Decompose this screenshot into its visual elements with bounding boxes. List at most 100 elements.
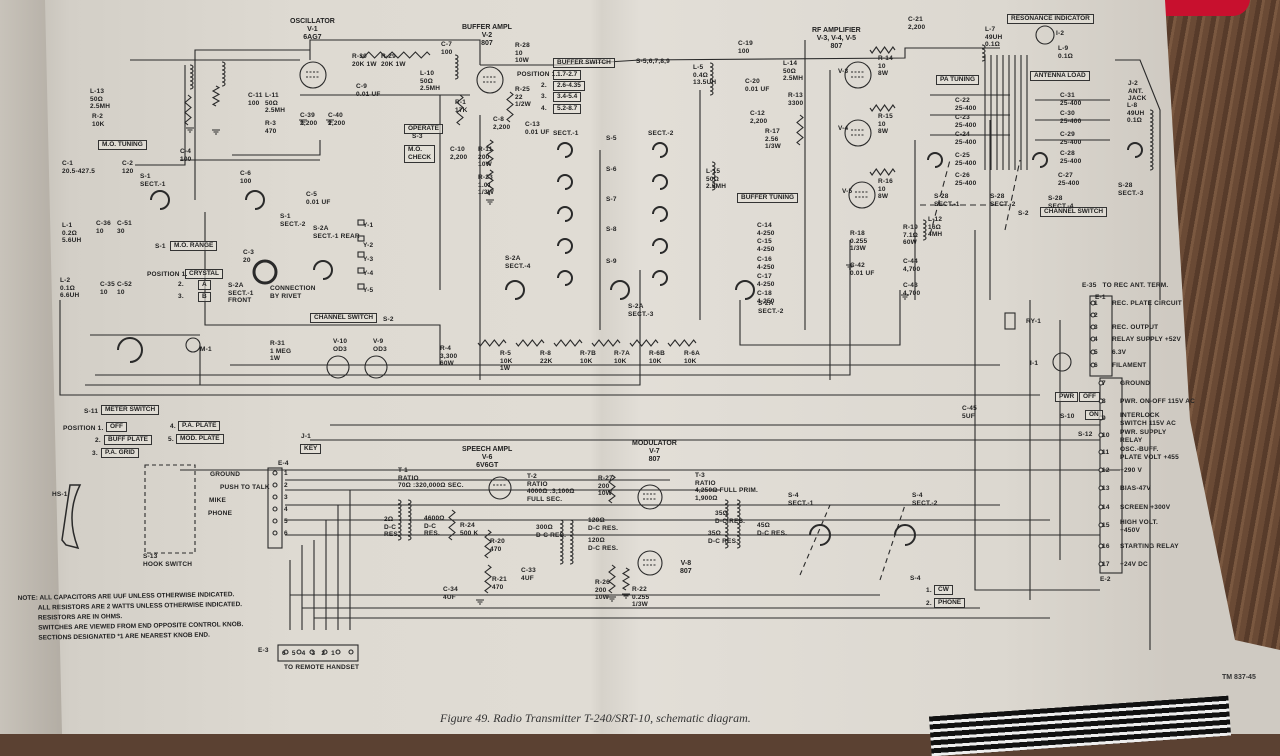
crystal-symbol <box>357 267 365 274</box>
c14-label: C-14 4-250 <box>757 222 775 237</box>
vacuum-tube-symbol <box>488 476 512 500</box>
rivet-switch-symbol <box>252 259 278 285</box>
terminal-number: 2 <box>1094 312 1098 319</box>
c16-label: C-16 4-250 <box>757 256 775 271</box>
r4-label: R-4 3,300 60W <box>440 345 458 367</box>
c24-label: C-24 25-400 <box>955 131 977 146</box>
e1-label: E-1 <box>1095 294 1106 301</box>
terminal-number: 13 <box>1102 485 1110 492</box>
wire <box>95 240 851 376</box>
mpos2-label: 2. <box>95 437 101 444</box>
rotary-switch-symbol <box>809 524 831 546</box>
l5-label: L-5 0.4Ω 13.5UH <box>693 64 717 86</box>
resistor-symbol <box>477 339 507 347</box>
terminal-description: GROUND <box>1120 380 1151 387</box>
lamp-i1 <box>1052 352 1072 372</box>
r18-label: R-18 0.255 1/3W <box>850 230 868 252</box>
mpos1-label: POSITION 1. <box>63 425 104 432</box>
notes-block: NOTE: ALL CAPACITORS ARE UUF UNLESS OTHE… <box>18 590 244 644</box>
terminal-number: 9 <box>1102 415 1106 422</box>
terminal-symbol <box>1098 485 1104 491</box>
l15-label: L-15 50Ω 2.5MH <box>706 168 727 190</box>
sect1-label: SECT.-1 <box>553 130 579 137</box>
y2-label: Y-2 <box>363 242 374 249</box>
e4-pin-number: 1 <box>284 470 288 477</box>
terminal-number: 4 <box>1094 336 1098 343</box>
schematic-wiring <box>59 25 1161 662</box>
rotary-switch-symbol <box>1127 142 1143 158</box>
rotary-switch-symbol <box>117 337 143 363</box>
resistor-symbol <box>184 94 192 126</box>
s9-label: S-9 <box>606 258 617 265</box>
v10-label: V-10 OD3 <box>333 338 348 353</box>
r26-label: R-26 200 10W <box>595 579 610 601</box>
r14-label: R-14 10 8W <box>878 55 893 77</box>
t1-pri-label: 2Ω D-C RES. <box>384 516 400 538</box>
mechanical-linkage-dashed <box>920 159 1021 236</box>
terminal-symbol <box>1098 561 1104 567</box>
ground-symbol <box>299 119 307 125</box>
pos3-label: 3. <box>178 293 184 300</box>
terminal-description: PWR. ON-OFF 115V AC <box>1120 398 1196 405</box>
crystal-symbol <box>357 251 365 258</box>
c6-label: C-6 100 <box>240 170 252 185</box>
terminal-description: RELAY SUPPLY +52V <box>1112 336 1181 343</box>
regulator-tube-v9 <box>364 355 388 379</box>
r20-label: R-20 470 <box>490 538 505 553</box>
r23-label: R-23 1.01 1/3W <box>478 174 494 196</box>
terminal-description: FILAMENT <box>1112 362 1147 369</box>
e35-label: E-35 TO REC ANT. TERM. <box>1082 282 1169 289</box>
terminal-symbol <box>322 649 328 655</box>
rotary-switch-symbol <box>735 280 755 300</box>
wire <box>974 230 1100 591</box>
r24-label: R-24 500 K <box>460 522 479 537</box>
mpos4-label: 4. <box>170 423 176 430</box>
rotary-switch-symbol <box>505 280 525 300</box>
terminal-number: 5 <box>1094 349 1098 356</box>
mpos3-label: 3. <box>92 450 98 457</box>
crystal-symbol <box>357 219 365 226</box>
mo-range-box: M.O. RANGE <box>170 241 218 251</box>
vacuum-tube-symbol <box>637 484 663 510</box>
t3-p2-label: 35Ω D-C RES. <box>708 530 739 545</box>
s2a-rear-label: S-2A SECT.-1 REAR <box>313 225 360 240</box>
terminal-symbol <box>272 518 278 524</box>
c29-label: C-29 25-400 <box>1060 131 1082 146</box>
inductor-symbol <box>569 519 574 565</box>
terminal-symbol <box>1090 312 1096 318</box>
v5-label: V-5 <box>842 188 853 195</box>
operate-box: OPERATE <box>404 124 443 134</box>
resistor-symbol <box>394 51 431 59</box>
wire <box>480 47 1000 66</box>
c8-label: C-8 2,200 <box>493 116 511 131</box>
r5-label: R-5 10K 1W <box>500 350 513 372</box>
band3-box: 3.4-5.4 <box>553 92 582 102</box>
inductor-symbol <box>709 62 714 96</box>
tm-number: TM 837-45 <box>1222 674 1256 681</box>
c11-label: C-11 100 <box>248 92 263 107</box>
rotary-switch-symbol <box>927 152 943 168</box>
resistor-symbol <box>448 509 456 541</box>
s2a-s4-label: S-2A SECT.-4 <box>505 255 531 270</box>
regulator-tube-v10 <box>326 355 350 379</box>
terminal-symbol <box>1090 336 1096 342</box>
wire <box>739 290 901 346</box>
modulator-tube-heading: MODULATOR V-7 807 <box>632 440 677 463</box>
inductor-symbol <box>189 64 194 90</box>
inductor-symbol <box>922 219 927 241</box>
wire <box>59 300 1040 396</box>
terminal-number: 12 <box>1102 467 1110 474</box>
vacuum-tube-symbol <box>848 181 876 209</box>
t2-s1-label: 120Ω D-C RES. <box>588 517 619 532</box>
s2a-s3-label: S-2A SECT.-3 <box>628 303 654 318</box>
key-box: KEY <box>300 444 322 454</box>
oscillator-tube-heading: OSCILLATOR V-1 6AG7 <box>290 18 335 41</box>
r16-label: R-16 10 8W <box>878 178 893 200</box>
band1-box: 1.7-2.7 <box>553 70 582 80</box>
terminal-number: 3 <box>1094 324 1098 331</box>
y1-label: Y-1 <box>363 222 374 229</box>
rotary-switch-symbol <box>652 270 668 286</box>
terminal-number: 16 <box>1102 543 1110 550</box>
c15-label: C-15 4-250 <box>757 238 775 253</box>
s1s1-label: S-1 SECT.-1 <box>140 173 166 188</box>
